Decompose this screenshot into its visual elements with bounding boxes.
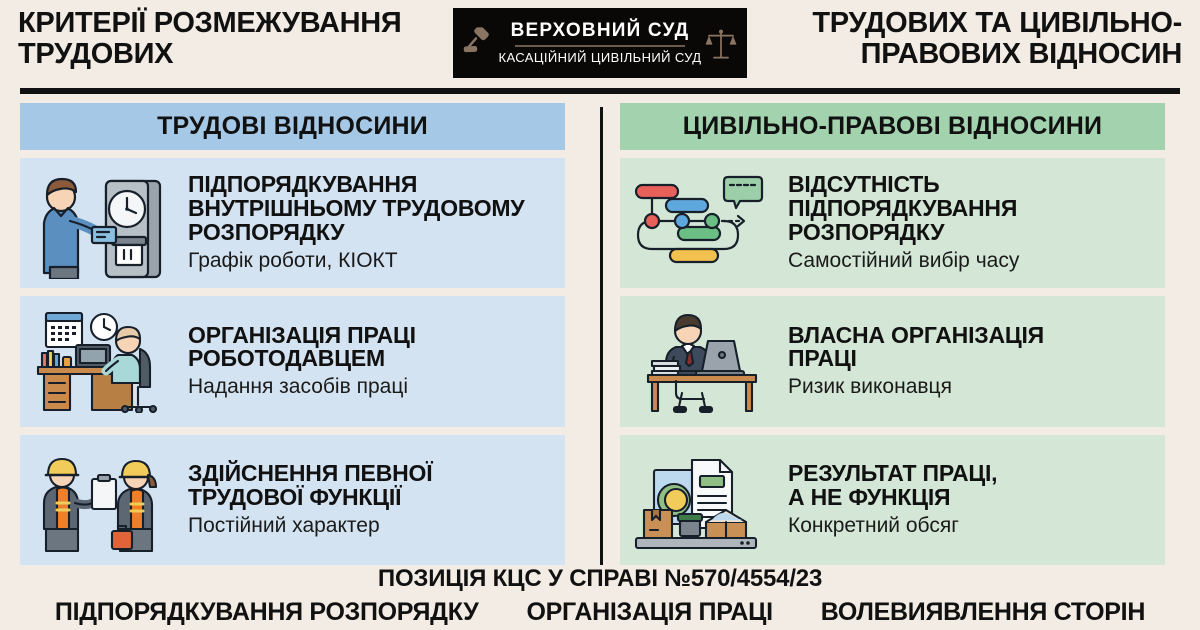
- card-title: ВЛАСНА ОРГАНІЗАЦІЯ ПРАЦІ: [788, 321, 1045, 372]
- footer-item-3: ВОЛЕВИЯВЛЕННЯ СТОРІН: [820, 598, 1146, 627]
- time-clock-punch-icon: [28, 167, 178, 280]
- card-civil-1-text: ВІДСУТНІСТЬ ПІДПОРЯДКУВАННЯ РОЗПОРЯДКУ С…: [788, 171, 1155, 273]
- card-civil-2-text: ВЛАСНА ОРГАНІЗАЦІЯ ПРАЦІ Ризик виконавця: [788, 321, 1155, 400]
- page-title-right: ТРУДОВИХ ТА ЦИВІЛЬНО- ПРАВОВИХ ВІДНОСИН: [812, 7, 1182, 71]
- card-labour-2: ОРГАНІЗАЦІЯ ПРАЦІ РОБОТОДАВЦЕМ Надання з…: [20, 296, 565, 427]
- card-title: ПІДПОРЯДКУВАННЯ ВНУТРІШНЬОМУ ТРУДОВОМУ Р…: [188, 171, 525, 246]
- footer-item-1: ПІДПОРЯДКУВАННЯ РОЗПОРЯДКУ: [54, 598, 479, 627]
- header-divider-rule: [20, 88, 1180, 94]
- logo-subtitle: КАСАЦІЙНИЙ ЦИВІЛЬНИЙ СУД: [498, 50, 702, 66]
- card-title: ЗДІЙСНЕННЯ ПЕВНОЇ ТРУДОВОЇ ФУНКЦІЇ: [188, 459, 433, 510]
- logo-title: ВЕРХОВНИЙ СУД: [510, 20, 690, 42]
- freelancer-laptop-desk-icon: [628, 309, 778, 414]
- gavel-icon: [463, 25, 497, 66]
- page-title-left: КРИТЕРІЇ РОЗМЕЖУВАННЯ ТРУДОВИХ: [18, 7, 402, 71]
- card-subtitle: Надання засобів праці: [188, 375, 409, 399]
- page-footer: ПОЗИЦІЯ КЦС У СПРАВІ №570/4554/23 ПІДПОР…: [0, 566, 1200, 627]
- two-workers-hardhats-icon: [28, 447, 178, 553]
- footer-criteria-list: ПІДПОРЯДКУВАННЯ РОЗПОРЯДКУ ОРГАНІЗАЦІЯ П…: [0, 599, 1200, 627]
- card-civil-3: РЕЗУЛЬТАТ ПРАЦІ, А НЕ ФУНКЦІЯ Конкретний…: [620, 434, 1165, 565]
- column-civil-relations: ЦИВІЛЬНО-ПРАВОВІ ВІДНОСИНИ: [602, 103, 1183, 565]
- page-header: КРИТЕРІЇ РОЗМЕЖУВАННЯ ТРУДОВИХ ВЕРХОВНИЙ…: [0, 0, 1200, 86]
- card-labour-3: ЗДІЙСНЕННЯ ПЕВНОЇ ТРУДОВОЇ ФУНКЦІЇ Пості…: [20, 434, 565, 565]
- logo-divider: [515, 45, 685, 48]
- card-subtitle: Самостійний вибір часу: [788, 248, 1020, 272]
- column-heading-civil: ЦИВІЛЬНО-ПРАВОВІ ВІДНОСИНИ: [620, 103, 1165, 150]
- card-labour-1: ПІДПОРЯДКУВАННЯ ВНУТРІШНЬОМУ ТРУДОВОМУ Р…: [20, 158, 565, 289]
- delivered-goods-contract-icon: [628, 448, 778, 552]
- card-labour-1-text: ПІДПОРЯДКУВАННЯ ВНУТРІШНЬОМУ ТРУДОВОМУ Р…: [188, 171, 555, 273]
- card-title: РЕЗУЛЬТАТ ПРАЦІ, А НЕ ФУНКЦІЯ: [788, 459, 998, 510]
- card-subtitle: Графік роботи, КІОКТ: [188, 248, 398, 272]
- card-title: ВІДСУТНІСТЬ ПІДПОРЯДКУВАННЯ РОЗПОРЯДКУ: [788, 171, 1018, 246]
- column-divider: [600, 107, 603, 565]
- flexible-timeline-gantt-icon: [628, 169, 778, 277]
- card-title: ОРГАНІЗАЦІЯ ПРАЦІ РОБОТОДАВЦЕМ: [188, 321, 416, 372]
- column-heading-labour: ТРУДОВІ ВІДНОСИНИ: [20, 103, 565, 150]
- office-desk-worker-icon: [28, 309, 178, 414]
- card-subtitle: Конкретний обсяг: [788, 513, 959, 537]
- footer-item-2: ОРГАНІЗАЦІЯ ПРАЦІ: [526, 598, 774, 627]
- card-subtitle: Ризик виконавця: [788, 375, 952, 399]
- comparison-columns: ТРУДОВІ ВІДНОСИНИ: [0, 103, 1200, 565]
- card-labour-3-text: ЗДІЙСНЕННЯ ПЕВНОЇ ТРУДОВОЇ ФУНКЦІЇ Пості…: [188, 459, 555, 538]
- court-logo: ВЕРХОВНИЙ СУД КАСАЦІЙНИЙ ЦИВІЛЬНИЙ СУД: [450, 5, 750, 81]
- scales-of-justice-icon: [705, 27, 737, 68]
- card-civil-3-text: РЕЗУЛЬТАТ ПРАЦІ, А НЕ ФУНКЦІЯ Конкретний…: [788, 459, 1155, 538]
- card-civil-1: ВІДСУТНІСТЬ ПІДПОРЯДКУВАННЯ РОЗПОРЯДКУ С…: [620, 158, 1165, 289]
- card-civil-2: ВЛАСНА ОРГАНІЗАЦІЯ ПРАЦІ Ризик виконавця: [620, 296, 1165, 427]
- card-labour-2-text: ОРГАНІЗАЦІЯ ПРАЦІ РОБОТОДАВЦЕМ Надання з…: [188, 321, 555, 400]
- card-subtitle: Постійний характер: [188, 513, 380, 537]
- column-labour-relations: ТРУДОВІ ВІДНОСИНИ: [2, 103, 583, 565]
- footer-case-reference: ПОЗИЦІЯ КЦС У СПРАВІ №570/4554/23: [377, 565, 823, 592]
